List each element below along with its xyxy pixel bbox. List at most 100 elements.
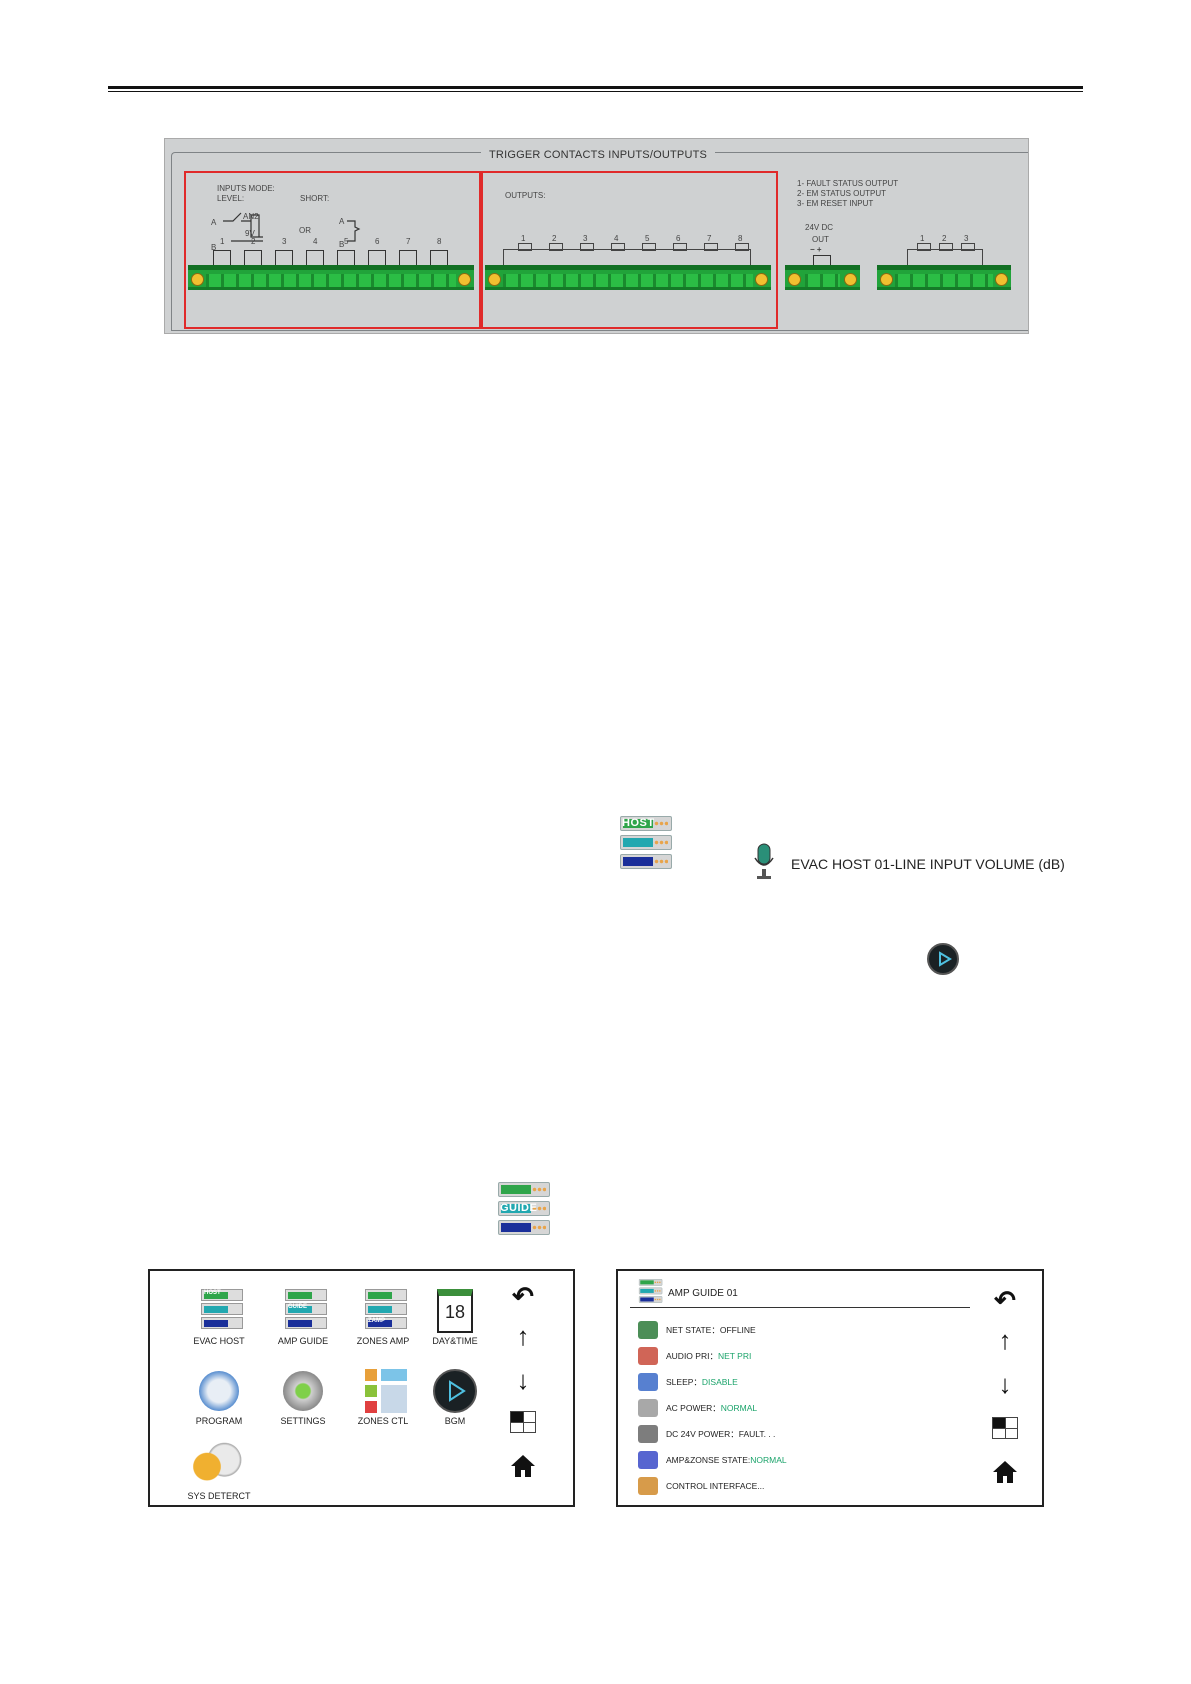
microphone-icon bbox=[754, 843, 774, 879]
input-tab bbox=[368, 250, 386, 266]
relay-icon bbox=[917, 243, 931, 251]
output-number: 2 bbox=[552, 234, 557, 243]
stack-bar bbox=[285, 1303, 327, 1315]
play-icon bbox=[433, 1369, 477, 1413]
relay-icon bbox=[549, 243, 563, 251]
dc-label: 9V bbox=[245, 229, 255, 238]
input-number: 7 bbox=[406, 237, 411, 246]
back-icon[interactable]: ↶ bbox=[994, 1285, 1016, 1315]
status-number: 3 bbox=[964, 234, 969, 243]
relay-icon bbox=[673, 243, 687, 251]
status-row-icon bbox=[638, 1451, 658, 1469]
status-row-icon bbox=[638, 1477, 658, 1495]
stack-bar bbox=[285, 1289, 327, 1301]
stack-bar bbox=[201, 1303, 243, 1315]
up-arrow-icon[interactable]: ↑ bbox=[516, 1321, 530, 1351]
menu-item-label: AMP GUIDE bbox=[277, 1336, 329, 1346]
bar-fill bbox=[204, 1320, 228, 1327]
relay-icon bbox=[961, 243, 975, 251]
output-pins bbox=[503, 274, 753, 287]
calendar-icon: 18 bbox=[437, 1289, 473, 1333]
status-row-label: AUDIO PRI： bbox=[666, 1351, 718, 1361]
relay-icon bbox=[580, 243, 594, 251]
status-row-label: AMP&ZONSE STATE: bbox=[666, 1455, 751, 1465]
back-icon[interactable]: ↶ bbox=[512, 1281, 534, 1311]
input-tab bbox=[337, 250, 355, 266]
status-row-label: DC 24V POWER：FAULT. . . bbox=[666, 1429, 776, 1439]
zones-ctl-icon bbox=[365, 1369, 407, 1413]
relay-icon bbox=[518, 243, 532, 251]
bar-fill bbox=[368, 1292, 392, 1299]
menu-item-zones-ctl[interactable]: ZONES CTL bbox=[348, 1369, 418, 1439]
play-icon bbox=[927, 943, 959, 975]
bar-fill bbox=[288, 1320, 312, 1327]
status-row-label: CONTROL INTERFACE... bbox=[666, 1481, 765, 1491]
input-number: 8 bbox=[437, 237, 442, 246]
status-row: CONTROL INTERFACE... bbox=[638, 1475, 764, 1497]
status-row: AUDIO PRI：NET PRI bbox=[638, 1345, 751, 1367]
or-label: OR bbox=[299, 226, 311, 235]
status-row-value: NORMAL bbox=[750, 1455, 787, 1465]
input-tab bbox=[399, 250, 417, 266]
up-arrow-icon[interactable]: ↑ bbox=[998, 1325, 1012, 1355]
status-row-value: DISABLE bbox=[701, 1377, 738, 1387]
panel-title: TRIGGER CONTACTS INPUTS/OUTPUTS bbox=[481, 149, 716, 161]
header-rule bbox=[108, 86, 1083, 89]
dc-out-label: 24V DC bbox=[805, 223, 834, 232]
screw-icon bbox=[191, 273, 204, 286]
menu-item-settings[interactable]: SETTINGS bbox=[268, 1369, 338, 1439]
host-icon: HOST bbox=[201, 1289, 243, 1333]
menu-item-program[interactable]: PROGRAM bbox=[184, 1369, 254, 1439]
relay-icon bbox=[611, 243, 625, 251]
outputs-highlight bbox=[481, 171, 778, 329]
menu-item-sys-deterct[interactable]: SYS DETERCT bbox=[184, 1439, 254, 1509]
status-row-icon bbox=[638, 1425, 658, 1443]
out-label: OUT bbox=[812, 235, 829, 244]
relay-icon bbox=[642, 243, 656, 251]
trigger-contacts-panel: TRIGGER CONTACTS INPUTS/OUTPUTS INPUTS M… bbox=[164, 138, 1029, 334]
status-row-icon bbox=[638, 1373, 658, 1391]
inputs-highlight bbox=[184, 171, 481, 329]
dc-pins bbox=[805, 274, 840, 287]
status-row-icon bbox=[638, 1399, 658, 1417]
status-row-icon bbox=[638, 1347, 658, 1365]
menu-item-label: PROGRAM bbox=[195, 1416, 243, 1426]
menu-item-label: SETTINGS bbox=[280, 1416, 326, 1426]
guide-icon: GUIDE bbox=[285, 1289, 327, 1333]
host-icon: HOST bbox=[618, 816, 674, 872]
status-row-label: AC POWER： bbox=[666, 1403, 721, 1413]
level-schematic-icon bbox=[223, 212, 263, 242]
guide-icon: GUIDE bbox=[496, 1182, 552, 1238]
output-number: 7 bbox=[707, 234, 712, 243]
home-icon[interactable] bbox=[990, 1459, 1020, 1489]
input-tab bbox=[430, 250, 448, 266]
output-number: 6 bbox=[676, 234, 681, 243]
screw-icon bbox=[844, 273, 857, 286]
menu-item-amp-guide[interactable]: GUIDE AMP GUIDE bbox=[268, 1289, 338, 1359]
short-a-label: A bbox=[339, 217, 345, 226]
level-label: LEVEL: bbox=[217, 194, 245, 203]
input-number: 1 bbox=[220, 237, 225, 246]
bar-fill bbox=[288, 1306, 312, 1313]
layout-icon[interactable] bbox=[990, 1417, 1020, 1439]
input-number: 3 bbox=[282, 237, 287, 246]
calendar-day: 18 bbox=[444, 1302, 466, 1322]
input-number: 4 bbox=[313, 237, 318, 246]
status-terminal-block bbox=[877, 265, 1011, 290]
output-number: 5 bbox=[645, 234, 650, 243]
menu-item-label: BGM bbox=[444, 1416, 466, 1426]
input-pins bbox=[206, 274, 456, 287]
layout-icon[interactable] bbox=[508, 1411, 538, 1433]
menu-item-bgm[interactable]: BGM bbox=[420, 1369, 490, 1439]
input-number: 5 bbox=[344, 237, 349, 246]
down-arrow-icon[interactable]: ↓ bbox=[516, 1365, 530, 1395]
screw-icon bbox=[880, 273, 893, 286]
level-a-label: A bbox=[211, 218, 217, 227]
home-icon[interactable] bbox=[508, 1453, 538, 1483]
down-arrow-icon[interactable]: ↓ bbox=[998, 1369, 1012, 1399]
status-row: DC 24V POWER：FAULT. . . bbox=[638, 1423, 775, 1445]
status-line-3: 3- EM RESET INPUT bbox=[797, 199, 874, 208]
